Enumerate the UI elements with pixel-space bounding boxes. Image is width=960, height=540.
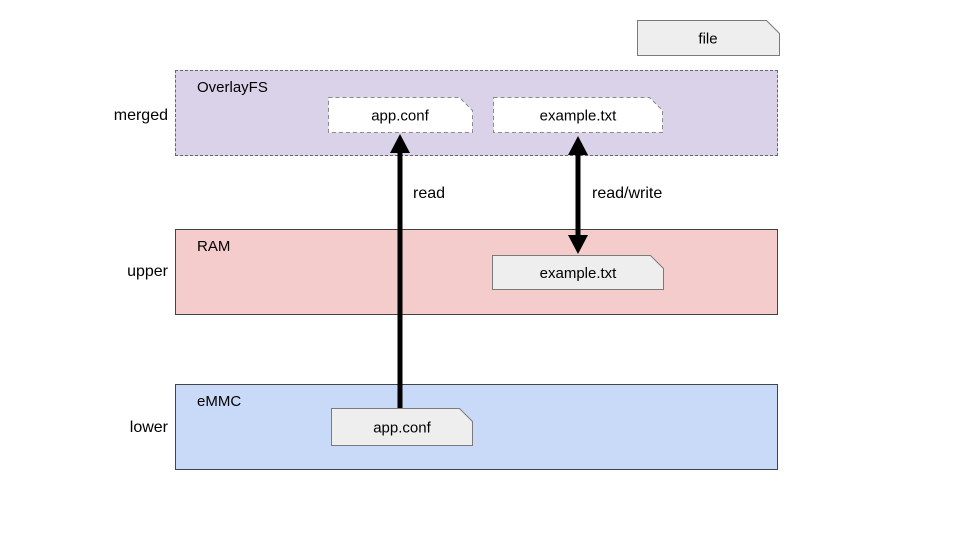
layer-upper-ram: RAM	[175, 229, 778, 315]
file-merged-app-conf-outline	[328, 97, 473, 133]
file-upper-example-txt: example.txt	[492, 255, 664, 290]
side-label-upper: upper	[127, 263, 168, 280]
file-merged-example-txt-label: example.txt	[540, 108, 618, 125]
file-merged-app-conf: app.conf	[328, 97, 473, 133]
legend-file-shape: file	[637, 20, 780, 56]
legend-file-outline	[637, 20, 780, 56]
read-arrow-label: read	[413, 185, 446, 202]
layer-merged-title: OverlayFS	[197, 79, 268, 96]
file-merged-app-conf-label: app.conf	[371, 108, 429, 125]
legend-file-label: file	[698, 31, 717, 48]
layer-upper-title: RAM	[197, 238, 231, 255]
layer-merged-overlayfs: OverlayFS	[175, 70, 778, 156]
file-lower-app-conf-outline	[331, 408, 473, 446]
layer-lower-title: eMMC	[197, 393, 242, 410]
file-upper-example-txt-label: example.txt	[540, 265, 618, 282]
file-lower-app-conf: app.conf	[331, 408, 473, 446]
layer-lower-emmc: eMMC	[175, 384, 778, 470]
side-label-lower: lower	[129, 419, 168, 436]
file-upper-example-txt-outline	[492, 255, 664, 290]
file-lower-app-conf-label: app.conf	[373, 420, 431, 437]
read-write-arrow-label: read/write	[592, 185, 663, 202]
side-label-merged: merged	[113, 107, 168, 124]
file-merged-example-txt-outline	[493, 97, 663, 133]
file-merged-example-txt: example.txt	[493, 97, 663, 133]
